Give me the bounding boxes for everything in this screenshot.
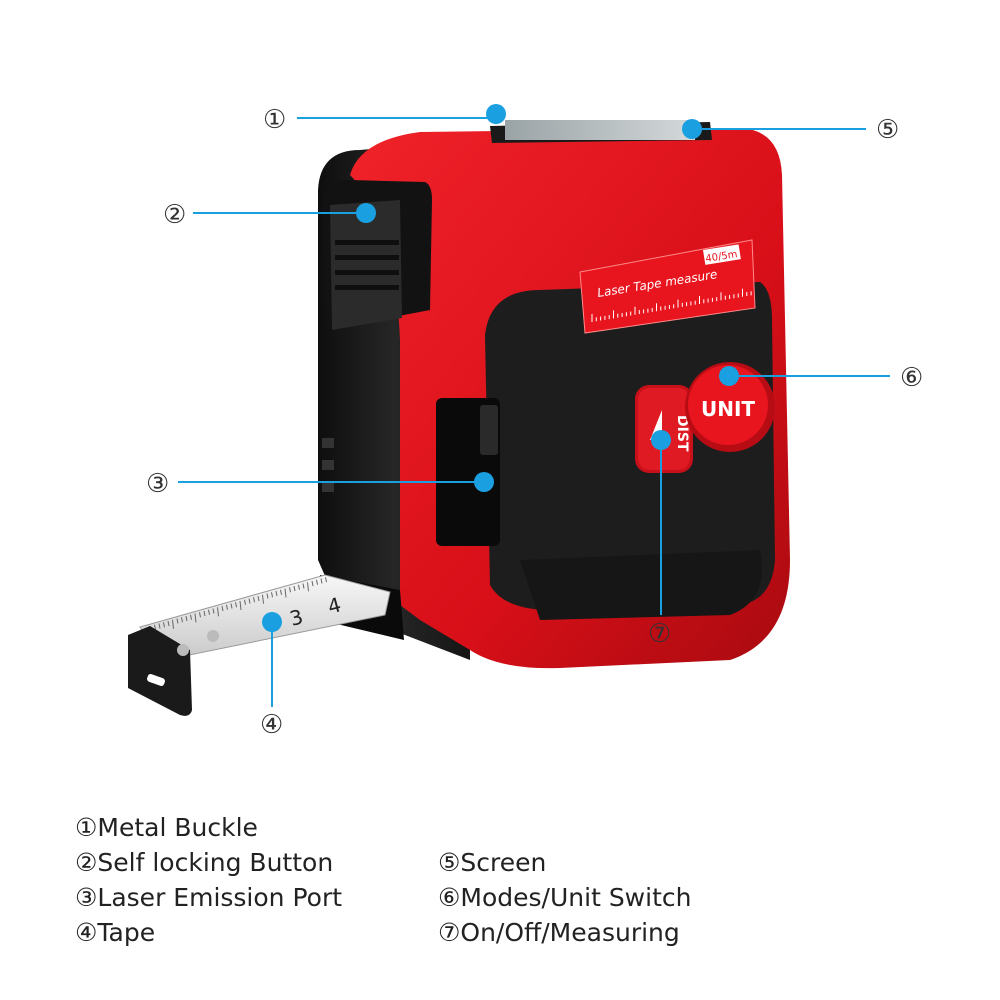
callout-dot-3 xyxy=(474,472,494,492)
callout-dots xyxy=(262,104,739,632)
callout-dot-7 xyxy=(651,430,671,450)
legend-left: ①Metal Buckle ②Self locking Button ③Lase… xyxy=(75,810,342,950)
callout-3: ③ xyxy=(146,469,169,499)
unit-button-label: UNIT xyxy=(701,397,755,421)
tape: 2 3 4 xyxy=(128,574,391,716)
legend-item-self-locking-button: ②Self locking Button xyxy=(75,848,334,877)
legend-item-on-off-measuring: ⑦On/Off/Measuring xyxy=(438,918,680,947)
callout-dot-6 xyxy=(719,366,739,386)
callout-dot-2 xyxy=(356,203,376,223)
unit-button[interactable]: UNIT xyxy=(685,362,775,452)
callout-7: ⑦ xyxy=(648,619,671,649)
callout-2: ② xyxy=(163,200,186,230)
callout-1: ① xyxy=(263,105,286,135)
legend-item-tape: ④Tape xyxy=(75,918,156,947)
callout-6: ⑥ xyxy=(900,363,923,393)
callout-5: ⑤ xyxy=(876,115,899,145)
legend-item-metal-buckle: ①Metal Buckle xyxy=(75,813,258,842)
callout-dot-1 xyxy=(486,104,506,124)
range-badge: 40/5m xyxy=(705,249,739,265)
legend-item-modes-unit-switch: ⑥Modes/Unit Switch xyxy=(438,883,692,912)
legend-item-laser-emission-port: ③Laser Emission Port xyxy=(75,883,343,912)
dist-button[interactable]: DIST xyxy=(635,385,693,473)
legend-right: ⑤Screen ⑥Modes/Unit Switch ⑦On/Off/Measu… xyxy=(438,845,691,950)
tape-digit-3: 3 xyxy=(287,604,306,630)
label-plate: Laser Tape measure 40/5m xyxy=(579,239,756,334)
callout-dot-4 xyxy=(262,612,282,632)
dist-button-label: DIST xyxy=(674,415,690,452)
tape-digit-4: 4 xyxy=(325,592,344,618)
callout-leaders xyxy=(178,117,890,707)
legend-item-screen: ⑤Screen xyxy=(438,848,547,877)
callout-4: ④ xyxy=(260,710,283,740)
screen xyxy=(505,120,695,140)
callout-dot-5 xyxy=(682,119,702,139)
